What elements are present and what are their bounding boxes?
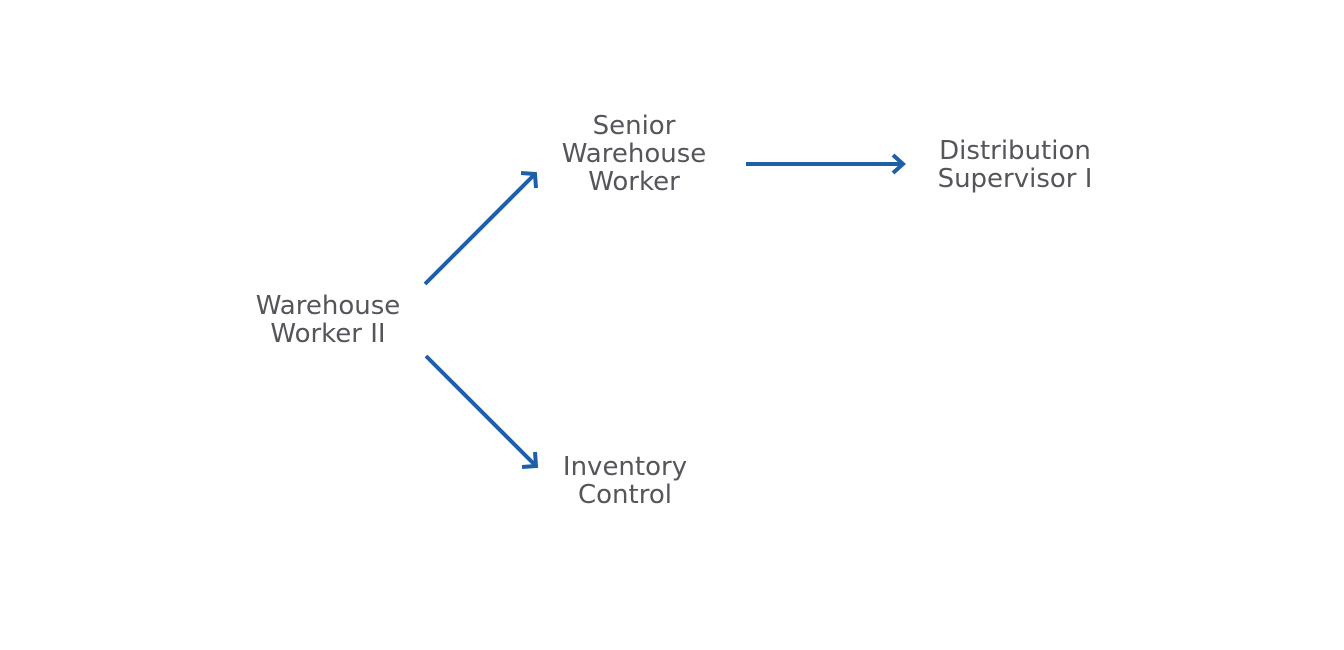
node-warehouse-worker-ii: Warehouse Worker II bbox=[238, 292, 418, 348]
node-label-line: Worker bbox=[588, 167, 680, 197]
node-inventory-control: Inventory Control bbox=[530, 453, 720, 509]
node-label-line: Worker II bbox=[270, 319, 386, 349]
node-distribution-supervisor-i: Distribution Supervisor I bbox=[905, 137, 1125, 193]
arrow-warehouse-worker-ii-to-senior-warehouse-worker bbox=[423, 171, 538, 286]
arrow-senior-warehouse-worker-to-distribution-supervisor-i bbox=[746, 153, 906, 175]
node-label-line: Control bbox=[578, 480, 672, 510]
node-label-line: Senior bbox=[592, 111, 676, 141]
node-label-line: Supervisor I bbox=[937, 164, 1093, 194]
node-label-line: Warehouse bbox=[561, 139, 707, 169]
node-label-line: Distribution bbox=[939, 136, 1091, 166]
node-label-line: Inventory bbox=[562, 452, 688, 482]
node-label-line: Warehouse bbox=[255, 291, 401, 321]
arrow-warehouse-worker-ii-to-inventory-control bbox=[424, 354, 539, 469]
node-senior-warehouse-worker: Senior Warehouse Worker bbox=[544, 112, 724, 196]
